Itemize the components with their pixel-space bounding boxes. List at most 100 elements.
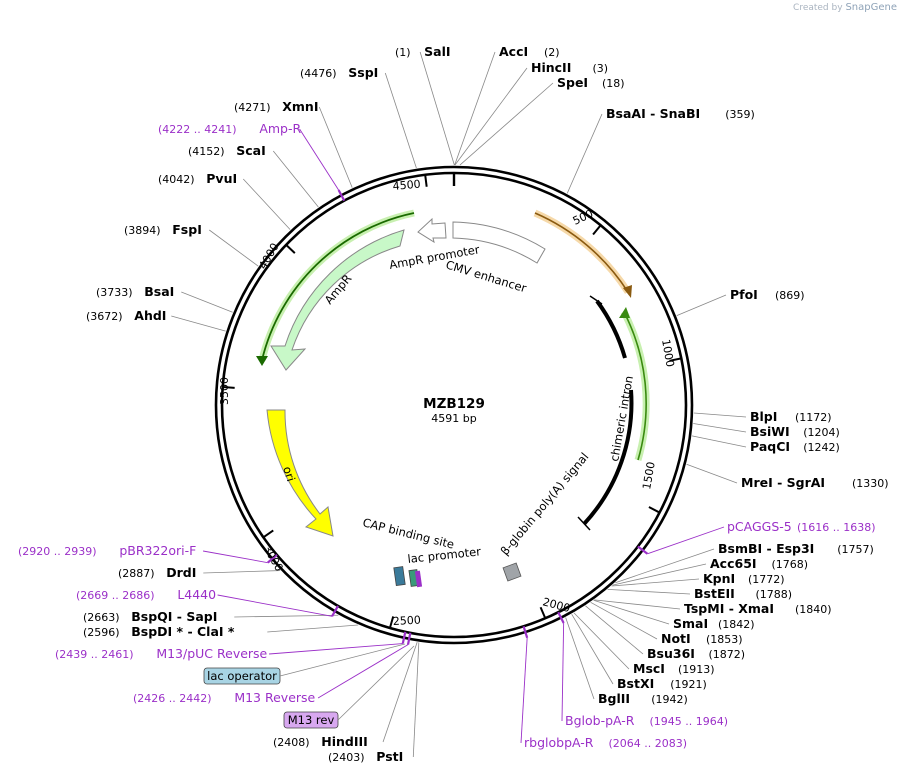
tick-label-4000: 4000 bbox=[256, 241, 281, 272]
site-hindiii: (2408) HindIII bbox=[273, 734, 368, 749]
site-smai: (1842)SmaI bbox=[673, 616, 755, 631]
site-name: KpnI bbox=[703, 571, 735, 586]
site-position: (3) bbox=[593, 62, 609, 75]
site-name: MreI - SgrAI bbox=[741, 475, 825, 490]
plasmid-name: MZB129 bbox=[423, 396, 485, 412]
site-position: (1788) bbox=[756, 588, 793, 601]
primer-range: (2064 .. 2083) bbox=[609, 737, 688, 750]
site-position: (359) bbox=[725, 108, 755, 121]
primer-leader bbox=[299, 128, 339, 191]
site-position: (2596) bbox=[83, 626, 120, 639]
site-position: (1942) bbox=[651, 693, 688, 706]
primer-name: pBR322ori-F bbox=[119, 543, 196, 558]
primer-mark bbox=[406, 632, 412, 645]
leader-line bbox=[585, 605, 644, 655]
primer-name: M13/pUC Reverse bbox=[156, 646, 267, 661]
feature-ampr bbox=[270, 229, 405, 371]
site-name: BspQI - SapI bbox=[131, 609, 217, 624]
site-name: DrdI bbox=[166, 565, 196, 580]
primer-mark bbox=[267, 554, 278, 564]
site-xmni: (4271)XmnI bbox=[234, 99, 318, 114]
feature-cmv-enhancer bbox=[452, 221, 546, 264]
tick-mark-2000 bbox=[539, 606, 547, 619]
leader-line bbox=[676, 294, 727, 317]
primer-leader bbox=[269, 643, 403, 655]
site-name: BlpI bbox=[750, 409, 777, 424]
site-bglii: (1942) BglII bbox=[598, 691, 688, 706]
leader-line bbox=[590, 601, 658, 640]
primer-mark bbox=[522, 625, 529, 639]
leader-line bbox=[615, 548, 715, 584]
site-acci: (2) AccI bbox=[499, 44, 560, 59]
primer-name: M13 Reverse bbox=[234, 690, 315, 705]
leader-line bbox=[384, 72, 417, 169]
feature-grey-box bbox=[502, 562, 522, 582]
site-bsu36i: (1872)Bsu36I bbox=[647, 646, 745, 661]
tick-mark-3500 bbox=[222, 386, 235, 389]
feature-ampr-green-head bbox=[256, 356, 268, 366]
site-position: (4271) bbox=[234, 101, 271, 114]
feature-chimeric-intron bbox=[595, 299, 627, 359]
site-kpni: (1772)KpnI bbox=[703, 571, 785, 586]
leader-line bbox=[594, 599, 681, 610]
leader-line bbox=[566, 113, 603, 194]
leader-line bbox=[267, 624, 359, 633]
tick-label-1500: 1500 bbox=[640, 461, 658, 491]
leader-line bbox=[382, 642, 418, 743]
site-ahdi: (3672)AhdI bbox=[86, 308, 166, 323]
leader-line bbox=[565, 617, 595, 700]
site-position: (1853) bbox=[706, 633, 743, 646]
site-name: BglII bbox=[598, 691, 630, 706]
site-bspdi-clai-: (2596)BspDI * - ClaI * bbox=[83, 624, 235, 639]
m13-rev-leader bbox=[337, 645, 415, 721]
site-name: AhdI bbox=[134, 308, 166, 323]
tick-mark-2500 bbox=[388, 616, 395, 629]
feature-cap-site-box bbox=[393, 566, 406, 587]
label-b-globin-polya: β-globin poly(A) signal bbox=[498, 450, 592, 558]
tick-mark-4000 bbox=[285, 244, 296, 254]
site-name: HindIII bbox=[321, 734, 368, 749]
credit-brand: SnapGene bbox=[845, 2, 897, 13]
site-name: NotI bbox=[661, 631, 691, 646]
site-drdi: (2887)DrdI bbox=[118, 565, 196, 580]
leader-line bbox=[454, 51, 496, 166]
site-name: ScaI bbox=[236, 143, 266, 158]
site-position: (1757) bbox=[837, 543, 874, 556]
feature-enhancer-orange-head bbox=[623, 285, 632, 298]
site-paqci: (1242)PaqCI bbox=[750, 439, 840, 454]
tick-mark-3000 bbox=[262, 529, 274, 539]
feature-ori bbox=[266, 409, 334, 537]
site-position: (1242) bbox=[803, 441, 840, 454]
label-ori: ori bbox=[280, 465, 298, 484]
primer-m13-puc-reverse: (2439 .. 2461)M13/pUC Reverse bbox=[55, 646, 268, 661]
site-name: AccI bbox=[499, 44, 528, 59]
leader-line bbox=[612, 563, 707, 586]
feature-ampr-promoter bbox=[417, 217, 447, 244]
primer-mark bbox=[557, 611, 565, 624]
snapgene-credit: Created by SnapGene bbox=[793, 2, 897, 13]
primer-leader bbox=[561, 622, 565, 722]
tick-label-4500: 4500 bbox=[392, 178, 421, 193]
site-name: MscI bbox=[633, 661, 665, 676]
polya-end-tick bbox=[577, 516, 591, 531]
site-bsai: (3733)BsaI bbox=[96, 284, 174, 299]
primer-leader bbox=[647, 526, 725, 555]
site-name: BstXI bbox=[617, 676, 654, 691]
leader-line bbox=[412, 642, 420, 758]
leader-line bbox=[573, 612, 630, 670]
leader-line bbox=[242, 178, 291, 230]
label-cmv-enhancer: CMV enhancer bbox=[444, 257, 528, 295]
site-name: SalI bbox=[424, 44, 450, 59]
site-position: (1172) bbox=[795, 411, 832, 424]
site-position: (3894) bbox=[124, 224, 161, 237]
leader-line bbox=[209, 229, 259, 267]
site-position: (2403) bbox=[328, 751, 365, 764]
credit-prefix: Created by bbox=[793, 3, 843, 13]
site-position: (2408) bbox=[273, 736, 310, 749]
leader-line bbox=[203, 570, 281, 574]
site-position: (2) bbox=[544, 46, 560, 59]
site-position: (18) bbox=[602, 77, 625, 90]
site-psti: (2403)PstI bbox=[328, 749, 403, 764]
primer-mark bbox=[331, 605, 339, 617]
